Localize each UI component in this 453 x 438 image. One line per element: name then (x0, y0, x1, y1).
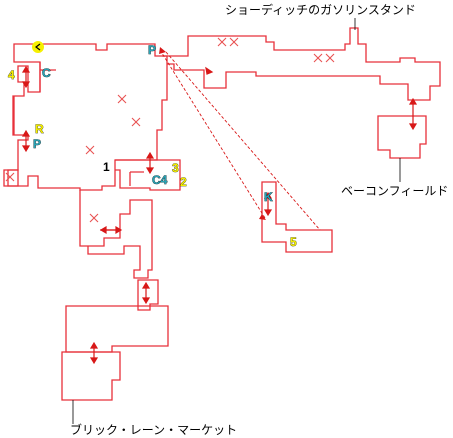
wall-k-room (261, 181, 333, 253)
marker-c-top: C (42, 66, 51, 80)
x-mark-icon (5, 172, 15, 182)
marker-1: 1 (103, 160, 110, 174)
wall-brick-room (61, 351, 121, 401)
label-shoreditch-gas-station: ショーディッチのガソリンスタンド (225, 2, 416, 17)
wall-east-wing-inner (129, 171, 144, 186)
wall-west-strip (3, 96, 19, 187)
x-mark-icon (85, 145, 95, 155)
x-mark-icon (313, 53, 323, 63)
x-mark-icon (229, 37, 239, 47)
x-mark-icon (117, 94, 127, 104)
x-mark-icon (217, 37, 227, 47)
arrowhead-icon (259, 214, 266, 220)
marker-c4: C4 (152, 173, 168, 187)
double-arrow-icon[interactable] (99, 225, 123, 235)
wall-south-corridor (79, 190, 153, 279)
marker-3: 3 (172, 161, 179, 175)
entrance-arrow-icon[interactable] (205, 66, 214, 75)
wall-bacon-room (377, 115, 427, 159)
marker-k: K (264, 190, 273, 204)
start-dot (32, 41, 44, 53)
start-marker[interactable] (32, 41, 44, 53)
double-arrow-icon[interactable] (263, 191, 273, 217)
x-mark-icon (89, 213, 99, 223)
enemy-marks (5, 37, 335, 223)
wall-east-corridor (162, 27, 441, 101)
double-arrow-icon[interactable] (21, 129, 31, 153)
double-arrow-icon[interactable] (141, 281, 151, 305)
double-arrow-icon[interactable] (408, 97, 418, 131)
doors (21, 65, 418, 365)
arrowhead-icon (159, 47, 166, 54)
label-brick-lane-market: ブリック・レーン・マーケット (70, 422, 237, 437)
x-mark-icon (131, 117, 141, 127)
dashed-route-west (159, 49, 266, 219)
double-arrow-icon[interactable] (89, 341, 99, 365)
marker-4: 4 (8, 68, 15, 82)
dashed-route-east (165, 51, 321, 231)
markers: 4 C P R P 1 3 C4 2 K 5 (8, 43, 298, 250)
dashed-routes (159, 49, 321, 231)
double-arrow-icon[interactable] (145, 151, 155, 175)
wall-east-wing (115, 159, 181, 191)
left-chevron-icon (35, 43, 41, 51)
marker-p-left: P (33, 137, 41, 151)
floor-walls (3, 27, 441, 401)
wall-stair-room (137, 279, 159, 311)
double-arrow-icon[interactable] (21, 65, 31, 89)
x-mark-icon (325, 53, 335, 63)
marker-5: 5 (290, 235, 297, 249)
marker-r: R (35, 122, 44, 136)
leader-lines (72, 18, 401, 424)
dashed-route-arrowheads (159, 47, 266, 220)
wall-south-room (65, 305, 169, 353)
marker-2: 2 (180, 175, 187, 189)
wall-room-c (39, 62, 56, 92)
marker-p-top: P (148, 43, 156, 57)
wall-main-block (7, 43, 168, 191)
label-bacon-field: ベーコンフィールド (341, 184, 448, 198)
